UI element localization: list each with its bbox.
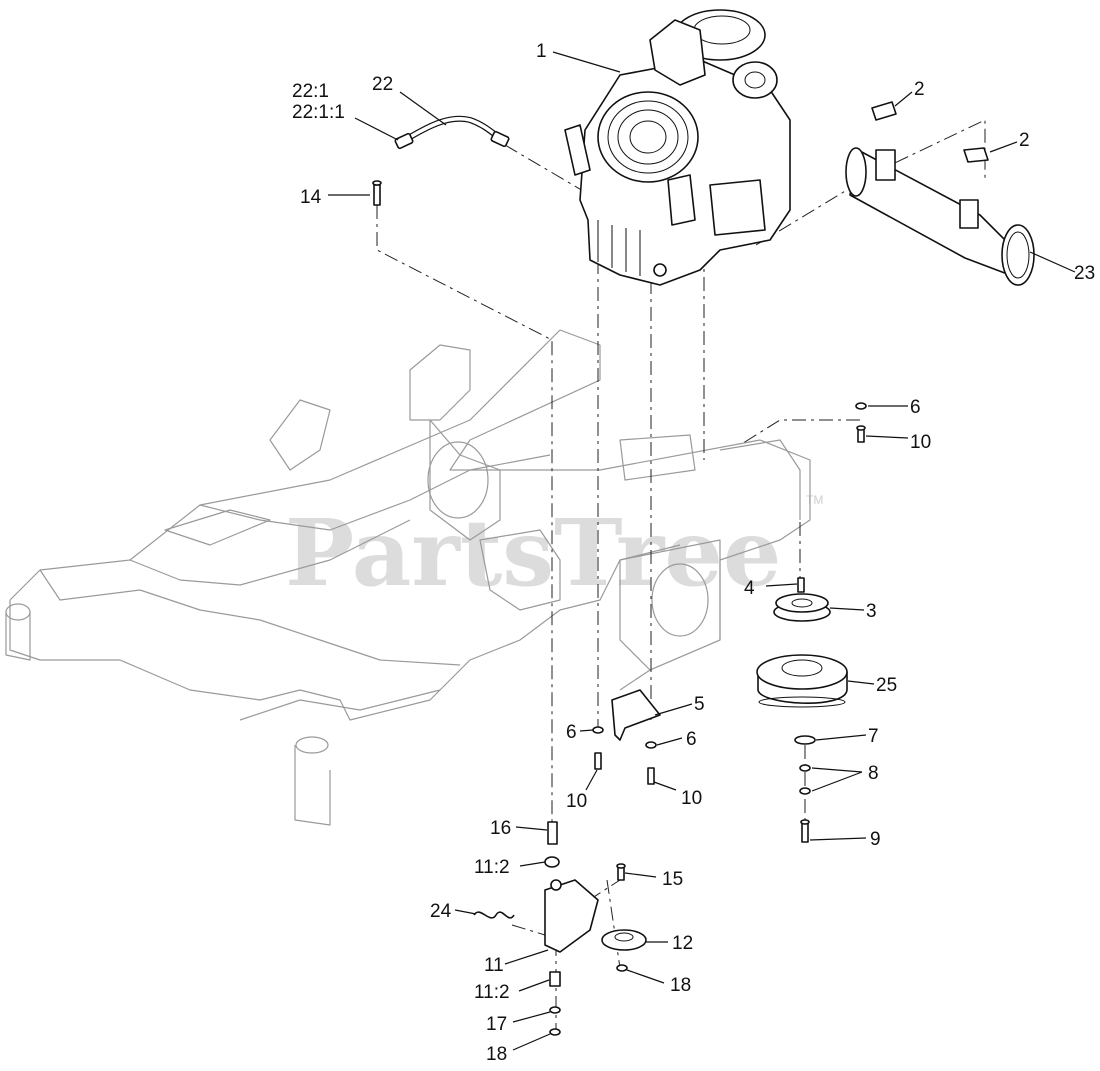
callout-1: 1 <box>536 41 547 62</box>
callout-9: 9 <box>870 829 881 850</box>
callout-18b: 18 <box>486 1044 507 1065</box>
callout-6b: 6 <box>566 722 577 743</box>
fuel-hose <box>394 115 510 150</box>
muffler <box>845 101 1035 286</box>
callout-8: 8 <box>868 763 879 784</box>
callout-10a: 10 <box>910 432 931 453</box>
callout-22-1-1: 22:1:1 <box>292 102 345 123</box>
callout-6c: 6 <box>686 729 697 750</box>
center-bracket <box>592 689 661 785</box>
callout-22: 22 <box>372 74 393 95</box>
callout-7: 7 <box>868 726 879 747</box>
callout-11: 11 <box>484 955 504 976</box>
idler-assembly <box>473 821 647 1036</box>
callout-17: 17 <box>486 1014 507 1035</box>
callout-16: 16 <box>490 818 511 839</box>
callout-12: 12 <box>672 933 693 954</box>
callout-2a: 2 <box>914 79 925 100</box>
callout-2b: 2 <box>1019 130 1030 151</box>
callout-23: 23 <box>1074 263 1095 284</box>
leader-lines <box>328 51 1076 1051</box>
callout-10b: 10 <box>566 791 587 812</box>
watermark: PartsTree TM <box>285 493 823 607</box>
callout-4: 4 <box>744 578 755 599</box>
engine <box>564 9 791 286</box>
watermark-trademark: TM <box>806 493 823 507</box>
pin-14 <box>372 180 382 206</box>
callout-11-2a: 11:2 <box>474 857 510 878</box>
callout-14: 14 <box>300 187 322 208</box>
watermark-text: PartsTree <box>285 499 781 607</box>
callout-22-1: 22:1 <box>292 81 329 102</box>
callout-24: 24 <box>430 901 452 922</box>
callout-25: 25 <box>876 675 897 696</box>
callout-6a: 6 <box>910 397 921 418</box>
mower-frame <box>5 329 811 826</box>
callout-15: 15 <box>662 869 683 890</box>
callout-10c: 10 <box>681 788 702 809</box>
clutch-hardware <box>794 735 816 843</box>
callout-labels: 1 22:1 22 22:1:1 14 2 2 23 6 10 4 3 25 5… <box>292 41 1095 1065</box>
hardware-right-top <box>855 402 867 443</box>
callout-18a: 18 <box>670 975 691 996</box>
callout-5: 5 <box>694 694 705 715</box>
callout-3: 3 <box>866 601 877 622</box>
clutch-assembly <box>756 577 848 708</box>
callout-11-2b: 11:2 <box>474 982 510 1003</box>
